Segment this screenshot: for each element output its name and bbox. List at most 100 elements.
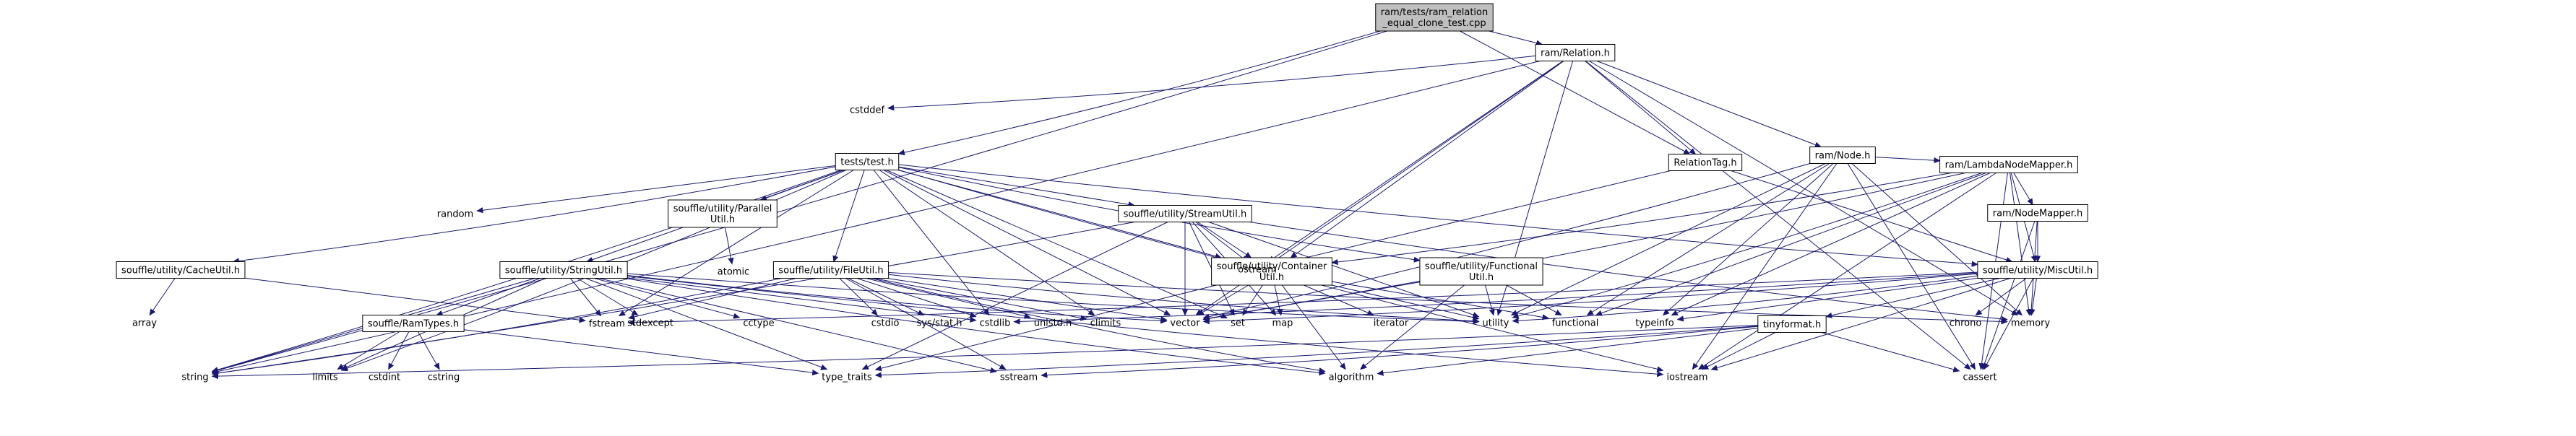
edge-lambdaNodeMapper-to-memory bbox=[2009, 173, 2030, 315]
node-label: cstring bbox=[428, 372, 460, 383]
edge-stringUtil-to-algorithm bbox=[624, 278, 1325, 374]
node-label: unistd.h bbox=[1034, 318, 1072, 329]
edge-fileUtil-to-utility bbox=[888, 274, 1479, 321]
node-nodeMapper[interactable]: ram/NodeMapper.h bbox=[1987, 204, 2088, 222]
node-box bbox=[362, 315, 465, 332]
node-chrono: chrono bbox=[1950, 318, 1982, 329]
edge-lambdaNodeMapper-to-functional bbox=[1596, 173, 1986, 315]
edge-miscUtil-to-iostream bbox=[1712, 278, 2011, 370]
node-label: cstddef bbox=[850, 105, 885, 116]
node-label: stdexcept bbox=[627, 318, 673, 329]
node-fileUtil[interactable]: souffle/utility/FileUtil.h bbox=[772, 261, 889, 279]
node-box bbox=[1757, 315, 1827, 333]
node-label: limits bbox=[312, 372, 338, 383]
node-label: map bbox=[1272, 318, 1293, 329]
node-ramNode[interactable]: ram/Node.h bbox=[1809, 147, 1876, 164]
edge-fileUtil-to-sysstat bbox=[848, 278, 924, 315]
node-label: souffle/RamTypes.h bbox=[368, 319, 459, 330]
node-label: climits bbox=[1090, 318, 1121, 329]
node-label: souffle/utility/Container bbox=[1217, 261, 1327, 272]
edge-root-to-testsTest bbox=[899, 30, 1381, 154]
node-box bbox=[1375, 3, 1494, 32]
node-label: atomic bbox=[718, 267, 749, 278]
edge-testsTest-to-climits bbox=[879, 170, 1095, 315]
node-cctype: cctype bbox=[743, 318, 774, 329]
node-label: sys/stat.h bbox=[917, 318, 962, 329]
node-label: algorithm bbox=[1329, 372, 1374, 383]
node-box bbox=[1977, 261, 2098, 279]
node-label: cstdlib bbox=[980, 318, 1011, 329]
node-label: ram/Node.h bbox=[1815, 151, 1871, 162]
edge-root-to-relationTag bbox=[1460, 30, 1689, 154]
edge-fileUtil-to-fstream bbox=[629, 278, 796, 318]
node-stringUtil[interactable]: souffle/utility/StringUtil.h bbox=[499, 261, 628, 279]
edge-ramRelation-to-ramNode bbox=[1596, 61, 1821, 147]
node-label: iostream bbox=[1666, 372, 1707, 383]
node-label: string bbox=[181, 372, 208, 383]
edge-tinyformat-to-sstream bbox=[1041, 326, 1758, 375]
node-box bbox=[1419, 257, 1543, 286]
dependency-nodes: ram/tests/ram_relation_equal_clone_test.… bbox=[116, 3, 2098, 383]
node-typeinfo: typeinfo bbox=[1635, 318, 1673, 329]
node-lambdaNodeMapper[interactable]: ram/LambdaNodeMapper.h bbox=[1939, 156, 2078, 173]
node-cstddef: cstddef bbox=[850, 105, 885, 116]
node-box bbox=[1211, 257, 1332, 286]
edge-ramNode-to-lambdaNodeMapper bbox=[1875, 157, 1939, 161]
edge-ramNode-to-memory bbox=[1851, 163, 2022, 315]
node-label: Util.h bbox=[710, 214, 735, 225]
node-box bbox=[1809, 147, 1876, 164]
node-label: memory bbox=[2011, 318, 2051, 329]
edge-stringUtil-to-fstream bbox=[569, 278, 600, 316]
node-label: type_traits bbox=[822, 372, 872, 383]
node-limits: limits bbox=[312, 372, 338, 383]
edge-tinyformat-to-string bbox=[212, 325, 1758, 377]
edge-parallelUtil-to-atomic bbox=[725, 227, 732, 264]
node-typetraits: type_traits bbox=[822, 372, 872, 383]
node-stdexcept: stdexcept bbox=[627, 318, 673, 329]
node-box bbox=[1987, 204, 2088, 222]
node-testsTest[interactable]: tests/test.h bbox=[835, 153, 900, 170]
edge-containerUtil-to-utility bbox=[1331, 284, 1479, 319]
edge-tinyformat-to-typetraits bbox=[876, 326, 1758, 375]
node-box bbox=[772, 261, 889, 279]
edge-ramRelation-to-relationTag bbox=[1585, 61, 1696, 154]
node-label: Util.h bbox=[1259, 272, 1284, 283]
node-streamUtil[interactable]: souffle/utility/StreamUtil.h bbox=[1118, 205, 1252, 222]
node-label: ram/tests/ram_relation bbox=[1381, 7, 1488, 18]
node-label: ram/LambdaNodeMapper.h bbox=[1945, 160, 2073, 171]
edge-testsTest-to-set bbox=[886, 170, 1228, 318]
edge-testsTest-to-cacheUtil bbox=[233, 166, 836, 262]
node-cacheUtil[interactable]: souffle/utility/CacheUtil.h bbox=[116, 261, 246, 279]
edge-fileUtil-to-vector bbox=[887, 278, 1166, 321]
edge-relationTag-to-miscUtil bbox=[1731, 170, 2012, 262]
node-miscUtil[interactable]: souffle/utility/MiscUtil.h bbox=[1977, 261, 2098, 279]
edge-functionalUtil-to-algorithm bbox=[1361, 284, 1465, 370]
node-cassert: cassert bbox=[1963, 372, 1996, 383]
edge-testsTest-to-cstdlib bbox=[873, 170, 989, 315]
node-cstdlib: cstdlib bbox=[980, 318, 1011, 329]
node-box bbox=[835, 153, 900, 170]
node-ramTypes[interactable]: souffle/RamTypes.h bbox=[362, 315, 465, 332]
node-relationTag[interactable]: RelationTag.h bbox=[1668, 154, 1743, 171]
edge-stringUtil-to-cctype bbox=[594, 278, 740, 318]
node-algorithm: algorithm bbox=[1329, 372, 1374, 383]
node-tinyformat[interactable]: tinyformat.h bbox=[1757, 315, 1827, 333]
edge-cacheUtil-to-fstream bbox=[244, 277, 585, 321]
node-label: iterator bbox=[1374, 318, 1409, 329]
edge-ramRelation-to-ostream bbox=[1268, 61, 1564, 262]
edge-tinyformat-to-algorithm bbox=[1377, 328, 1758, 374]
edge-containerUtil-to-functional bbox=[1332, 281, 1548, 318]
node-atomic: atomic bbox=[718, 267, 749, 278]
node-label: souffle/utility/StringUtil.h bbox=[505, 266, 622, 276]
edge-streamUtil-to-memory bbox=[1249, 222, 2007, 320]
node-label: typeinfo bbox=[1635, 318, 1673, 329]
node-ramRelation[interactable]: ram/Relation.h bbox=[1535, 44, 1616, 61]
dependency-edges bbox=[150, 30, 2038, 377]
edge-lambdaNodeMapper-to-nodeMapper bbox=[2013, 173, 2033, 205]
edge-streamUtil-to-ostream bbox=[1195, 222, 1248, 262]
edge-functionalUtil-to-utility bbox=[1484, 284, 1494, 315]
node-root[interactable]: ram/tests/ram_relation_equal_clone_test.… bbox=[1375, 3, 1494, 32]
